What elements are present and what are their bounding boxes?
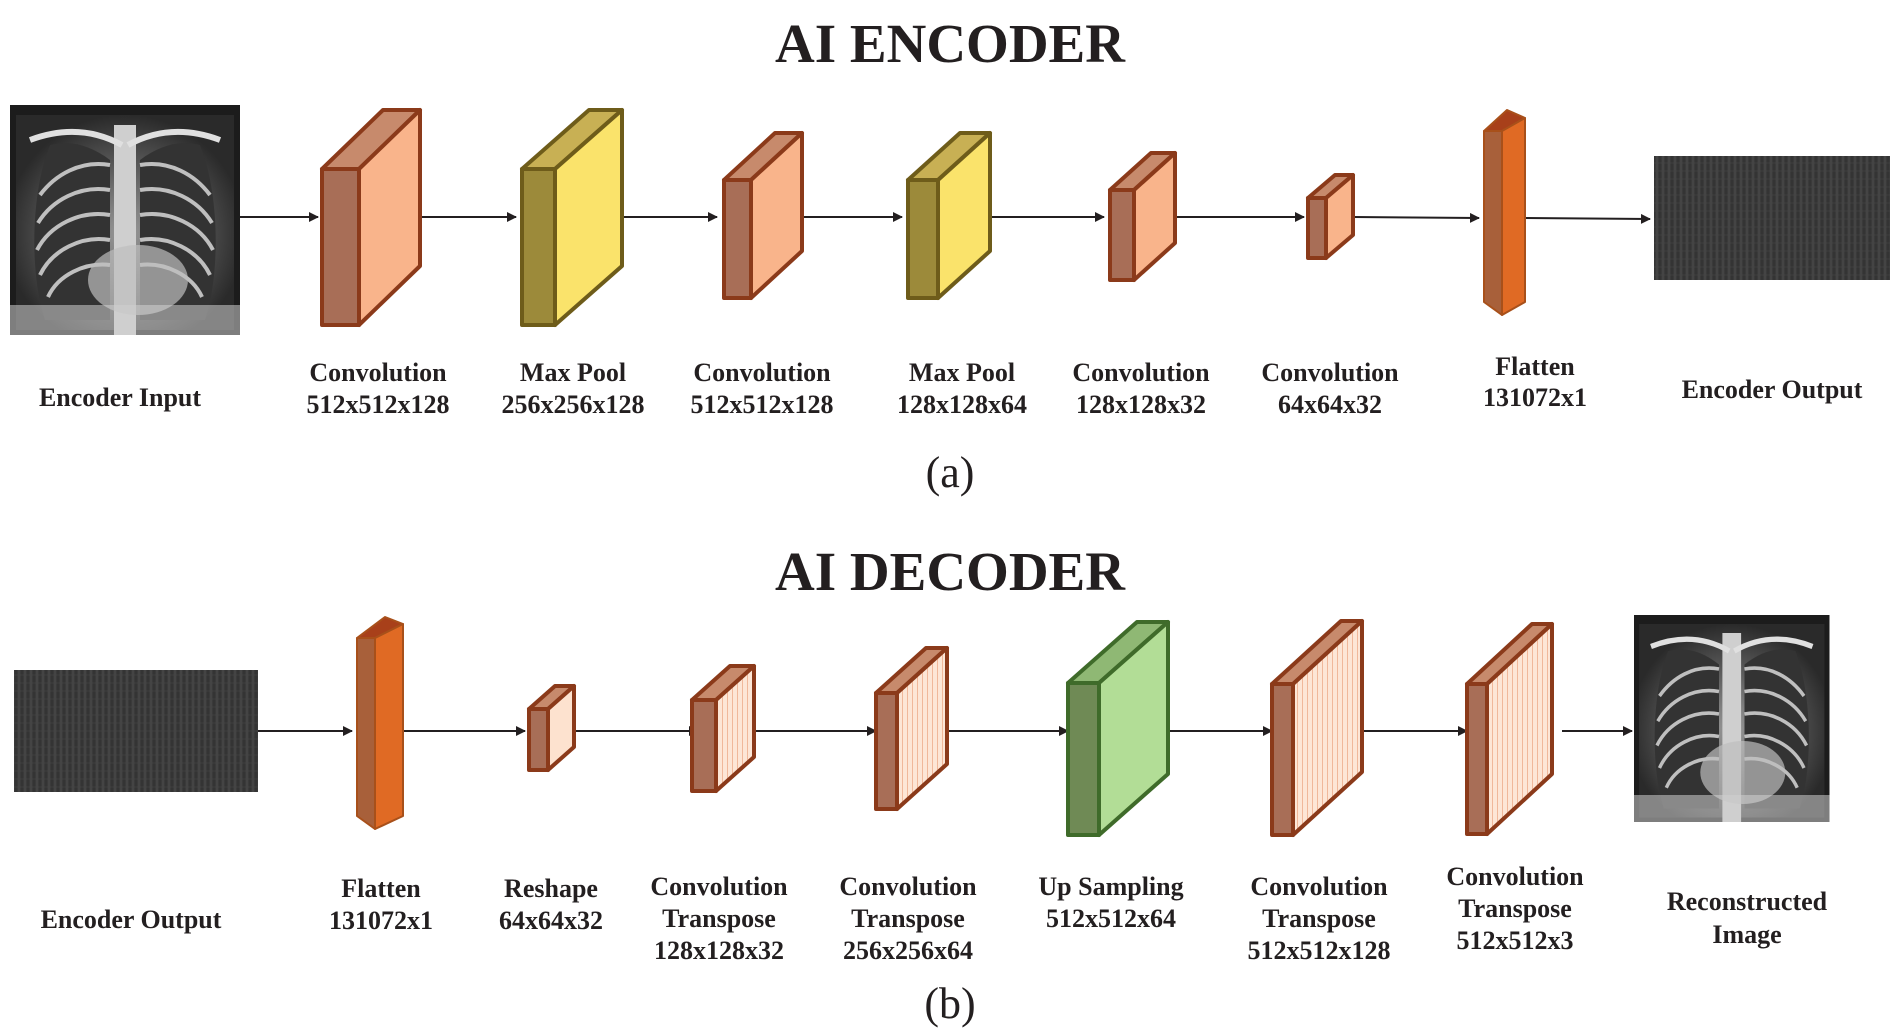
decoder-output-label: Reconstructed [1667,887,1828,916]
encoder-flatten-block [1483,109,1526,316]
encoder-layer-name: Max Pool [520,358,626,387]
encoder-layer-dims: 64x64x32 [1278,390,1382,419]
decoder-layer-name: Convolution [839,872,977,901]
encoder-caption: (a) [926,448,975,497]
decoder-layer-name: Flatten [341,874,421,903]
encoder-layer-name: Convolution [309,358,447,387]
encoder-maxpool-block-1 [520,108,624,327]
decoder-layer-name2: Transpose [662,904,776,933]
reconstructed-xray-image [1634,615,1830,822]
decoder-title: AI DECODER [775,541,1126,602]
encoder-conv-block-4 [1306,173,1355,260]
decoder-layer-dims: 64x64x32 [499,906,603,935]
decoder-layer-dims: 128x128x32 [654,936,784,965]
encoder-conv-block-3 [1108,151,1177,282]
decoder-layer-dims: 512x512x64 [1046,904,1176,933]
encoder-input-xray-image [10,105,240,335]
decoder-layer-name: Convolution [650,872,788,901]
decoder-reshape-block [527,684,576,772]
encoder-conv-block-1 [320,108,422,327]
encoder-maxpool-block-2 [906,131,992,300]
decoder-output-label: Image [1712,920,1781,949]
decoder-layer-dims: 256x256x64 [843,936,973,965]
encoder-layer-dims: 131072x1 [1483,383,1587,412]
encoder-output-feature-image [1654,156,1890,280]
decoder-upsampling-block [1066,620,1170,837]
decoder-layer-dims: 131072x1 [329,906,433,935]
encoder-layer-name: Convolution [1261,358,1399,387]
arrow [1524,213,1651,224]
decoder-conv-transpose-block-1 [690,664,756,793]
encoder-conv-block-2 [722,131,804,300]
decoder-flatten-block [356,616,404,830]
decoder-layer-dims: 512x512x128 [1248,936,1391,965]
encoder-layer-name: Max Pool [909,358,1015,387]
encoder-title: AI ENCODER [775,13,1126,74]
decoder-caption: (b) [924,979,975,1028]
encoder-layer-dims: 128x128x32 [1076,390,1206,419]
decoder-conv-transpose-block-4 [1465,622,1554,836]
encoder-layer-dims: 256x256x128 [502,390,645,419]
decoder-layer-name: Convolution [1446,862,1584,891]
decoder-conv-transpose-block-3 [1270,619,1364,837]
decoder-layer-name2: Transpose [1458,894,1572,923]
decoder-layer-name: Convolution [1250,872,1388,901]
encoder-layer-name: Flatten [1495,352,1575,381]
decoder-layer-name2: Transpose [1262,904,1376,933]
decoder-layer-dims: 512x512x3 [1457,926,1574,955]
encoder-input-label: Encoder Input [39,383,201,412]
encoder-output-label: Encoder Output [1682,375,1863,404]
arrow [1352,212,1480,223]
encoder-layer-dims: 128x128x64 [897,390,1027,419]
decoder-conv-transpose-block-2 [874,646,949,811]
encoder-layer-name: Convolution [1072,358,1210,387]
decoder-input-feature-image [14,670,258,792]
encoder-layer-dims: 512x512x128 [691,390,834,419]
encoder-layer-dims: 512x512x128 [307,390,450,419]
decoder-layer-name: Up Sampling [1038,872,1183,901]
encoder-layer-name: Convolution [693,358,831,387]
decoder-layer-name: Reshape [504,874,598,903]
decoder-input-label: Encoder Output [41,905,222,934]
decoder-layer-name2: Transpose [851,904,965,933]
